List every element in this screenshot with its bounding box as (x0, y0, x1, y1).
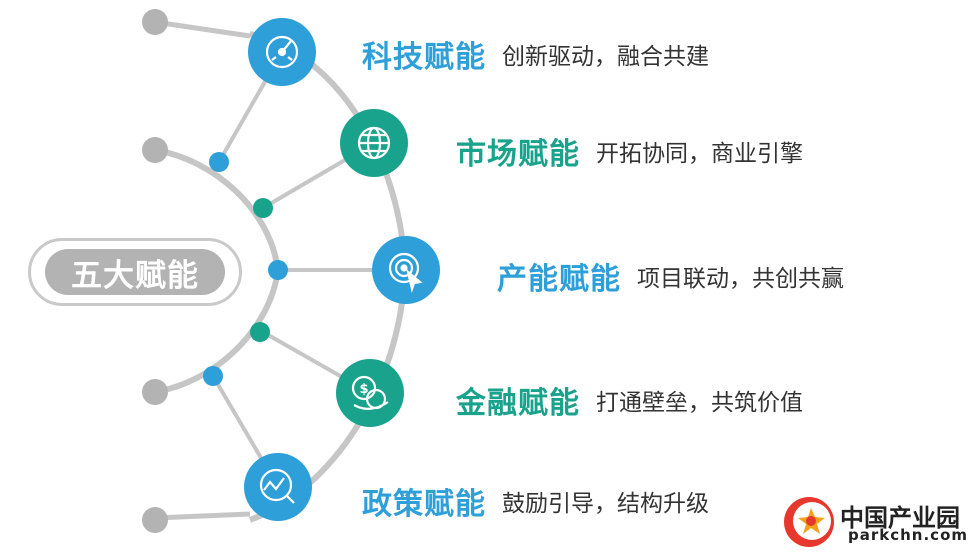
small-dot-2 (253, 198, 273, 218)
star-logo-icon (784, 497, 834, 547)
node-5 (244, 453, 312, 521)
item-title: 市场赋能 (456, 137, 580, 172)
item-title: 产能赋能 (497, 262, 621, 297)
item-finance: 金融赋能 打通壁垒，共筑价值 (456, 378, 803, 422)
gray-dot-2 (142, 137, 168, 163)
small-dot-1 (209, 152, 229, 172)
item-title: 政策赋能 (362, 487, 486, 522)
item-desc: 项目联动，共创共赢 (637, 266, 844, 292)
gauge-icon (265, 35, 299, 69)
small-dot-4 (250, 322, 270, 342)
globe-icon (357, 126, 391, 160)
small-dot-5 (203, 366, 223, 386)
item-tech: 科技赋能 创新驱动，融合共建 (362, 32, 709, 76)
center-label: 五大赋能 (45, 249, 225, 295)
node-2 (340, 109, 408, 177)
item-market: 市场赋能 开拓协同，商业引擎 (456, 129, 803, 173)
node-4: $ (336, 359, 404, 427)
item-capacity: 产能赋能 项目联动，共创共赢 (497, 254, 844, 298)
small-dot-3 (268, 260, 288, 280)
target-cursor-icon (388, 252, 423, 294)
logo-name: 中国产业园 (840, 504, 960, 532)
item-desc: 创新驱动，融合共建 (502, 44, 709, 70)
gray-dot-4 (142, 507, 168, 533)
coins-icon: $ (351, 375, 389, 410)
item-policy: 政策赋能 鼓励引导，结构升级 (362, 479, 709, 523)
item-desc: 开拓协同，商业引擎 (596, 141, 803, 167)
item-title: 科技赋能 (362, 40, 486, 75)
item-desc: 鼓励引导，结构升级 (502, 491, 709, 517)
logo-url: parkchn.com (848, 526, 969, 544)
item-desc: 打通壁垒，共筑价值 (596, 390, 803, 416)
node-1 (248, 18, 316, 86)
svg-text:$: $ (359, 382, 368, 397)
gray-dot-1 (142, 9, 168, 35)
tail-5 (154, 511, 251, 521)
tail-1 (154, 19, 251, 39)
park-logo: 中国产业园 parkchn.com (782, 494, 972, 550)
gray-dot-3 (142, 379, 168, 405)
node-3 (372, 236, 440, 304)
center-pill: 五大赋能 (28, 238, 242, 306)
item-title: 金融赋能 (456, 386, 580, 421)
trend-chart-icon (259, 468, 295, 504)
